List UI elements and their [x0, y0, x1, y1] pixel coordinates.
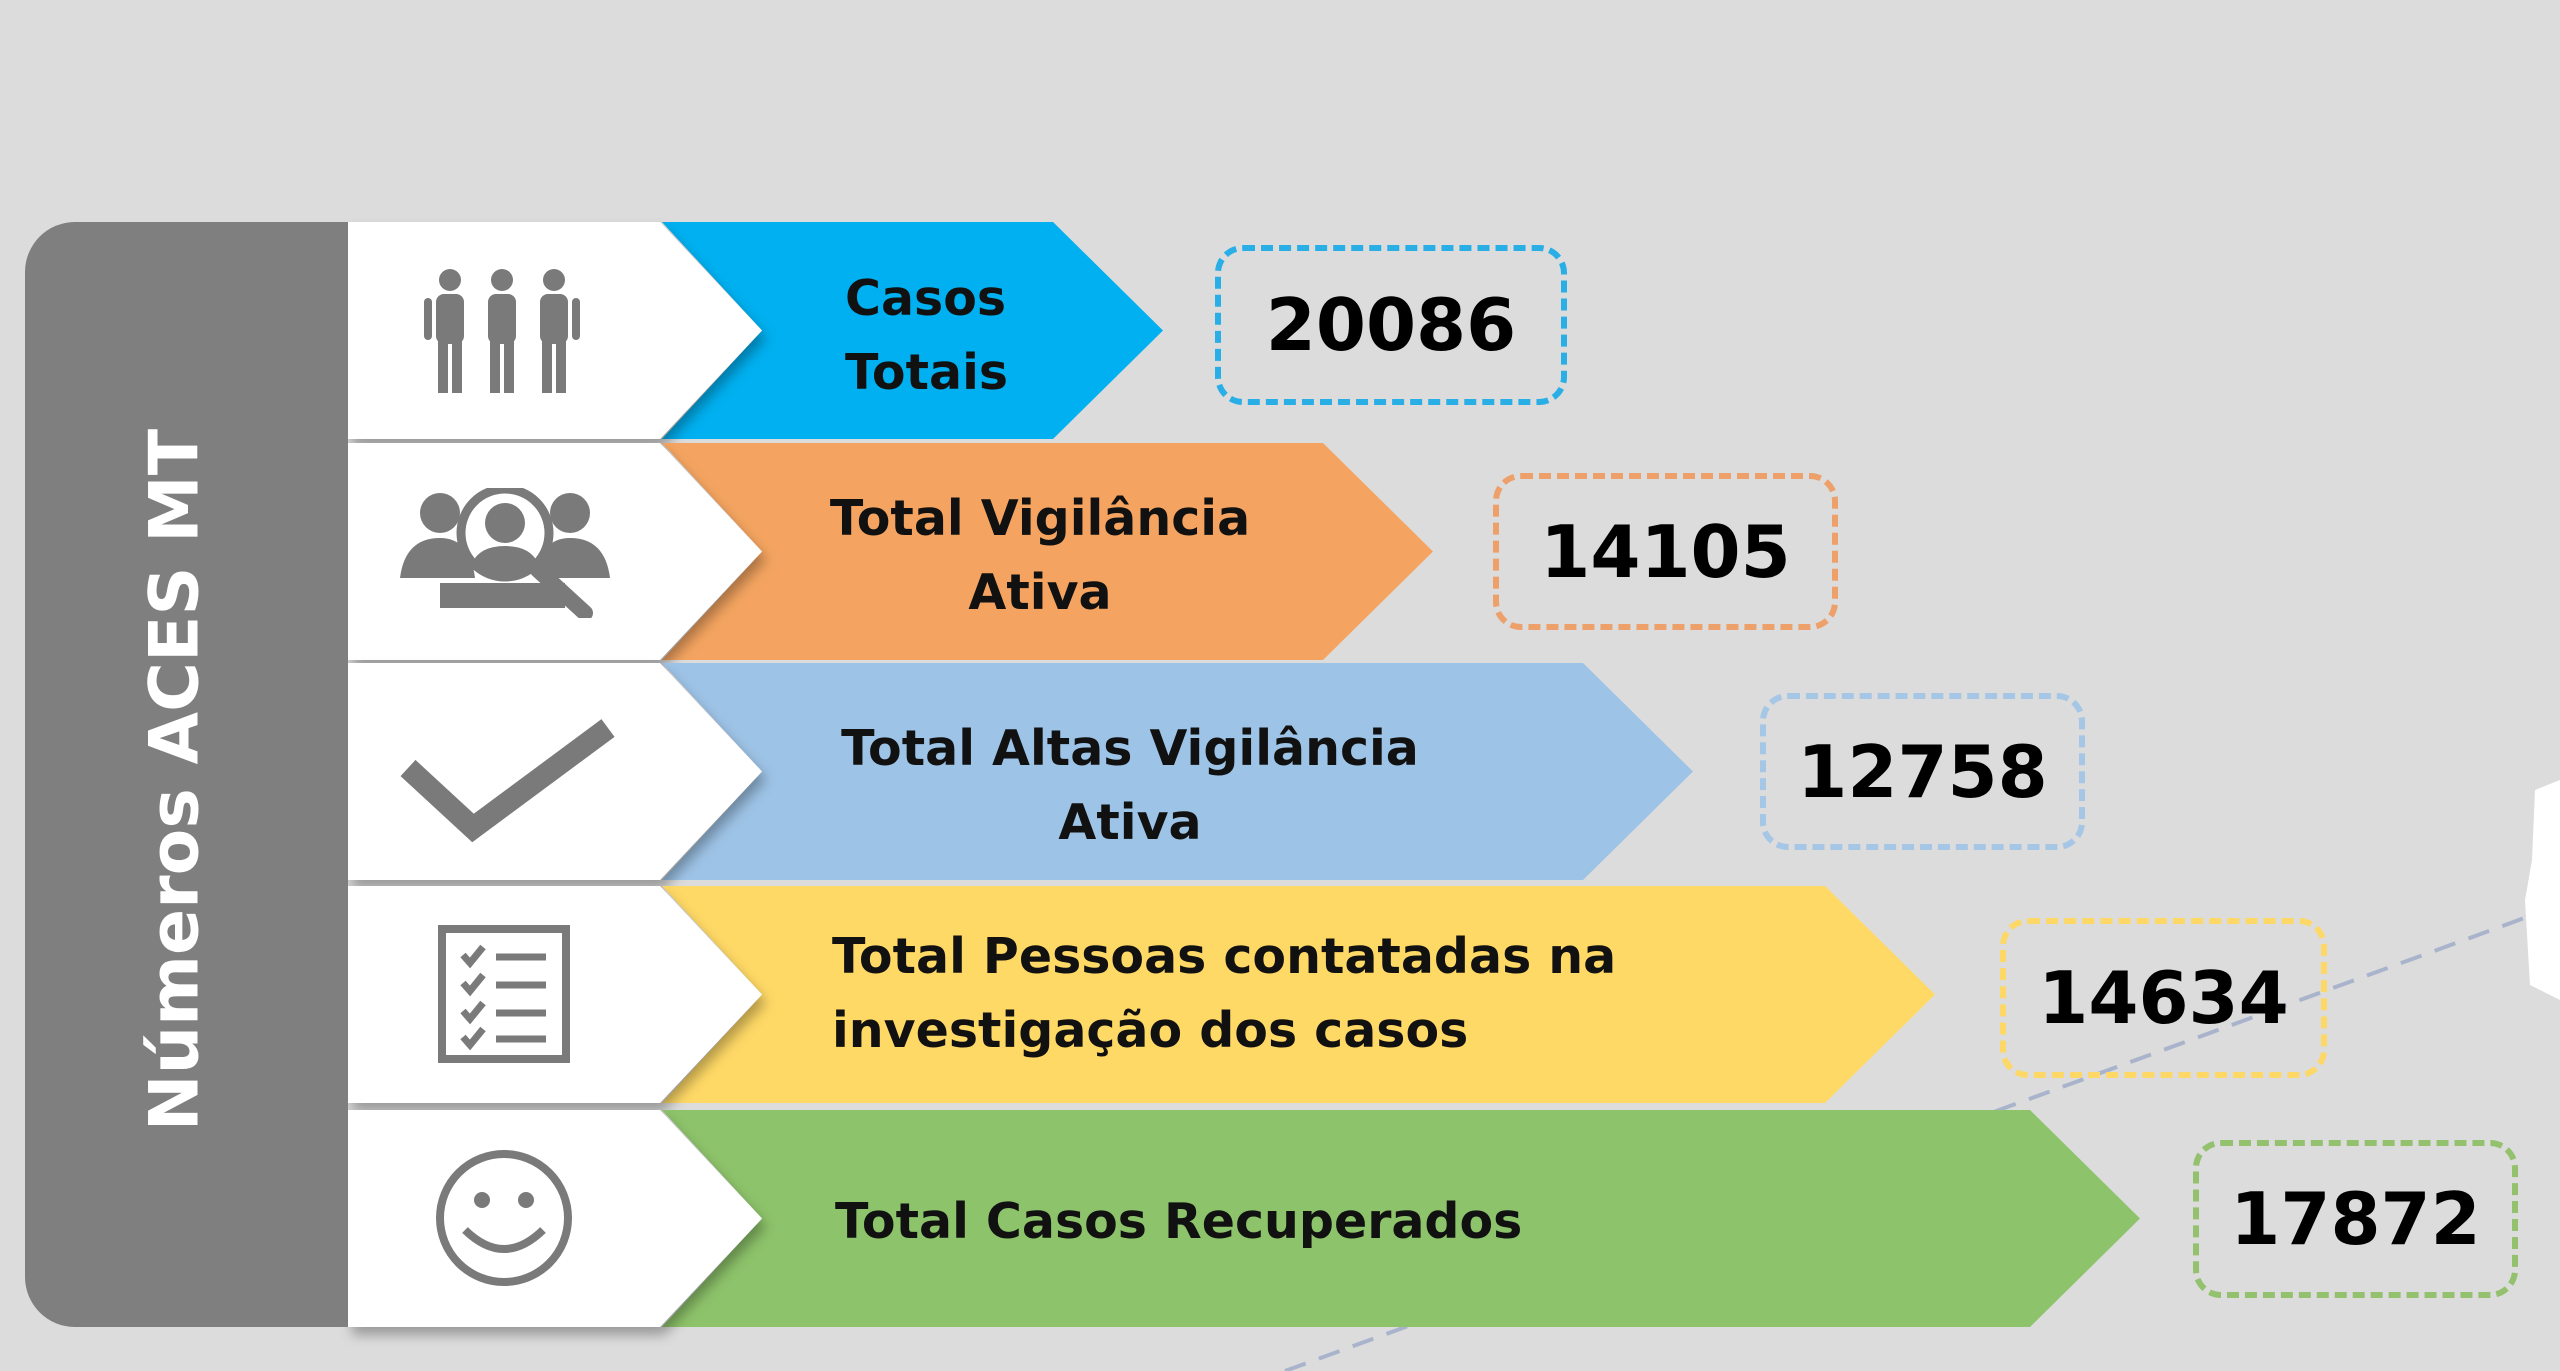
- people-group-icon: [424, 269, 580, 393]
- value-pessoas-contatadas: 14634: [2000, 918, 2327, 1078]
- category-arrow: [662, 1110, 2140, 1327]
- category-arrow: [662, 886, 1935, 1103]
- value-altas-vigilancia: 12758: [1760, 693, 2085, 850]
- sidebar-title: Números ACES MT: [135, 428, 215, 1132]
- label-casos-recuperados: Total Casos Recuperados: [835, 1193, 1523, 1250]
- checklist-icon: [438, 925, 570, 1063]
- map-fragment: [2525, 780, 2560, 1000]
- sidebar-panel: [25, 222, 348, 1327]
- value-casos-recuperados: 17872: [2193, 1140, 2518, 1298]
- category-arrow: [662, 663, 1693, 880]
- people-search-icon: [400, 488, 610, 618]
- smiley-icon: [436, 1150, 572, 1286]
- icon-panel: [348, 1110, 762, 1327]
- category-arrow: [662, 222, 1163, 439]
- category-arrow: [662, 443, 1433, 660]
- icon-panel: [348, 886, 762, 1103]
- value-vigilancia-ativa: 14105: [1493, 473, 1838, 630]
- checkmark-icon: [400, 719, 615, 843]
- value-casos-totais: 20086: [1215, 245, 1567, 405]
